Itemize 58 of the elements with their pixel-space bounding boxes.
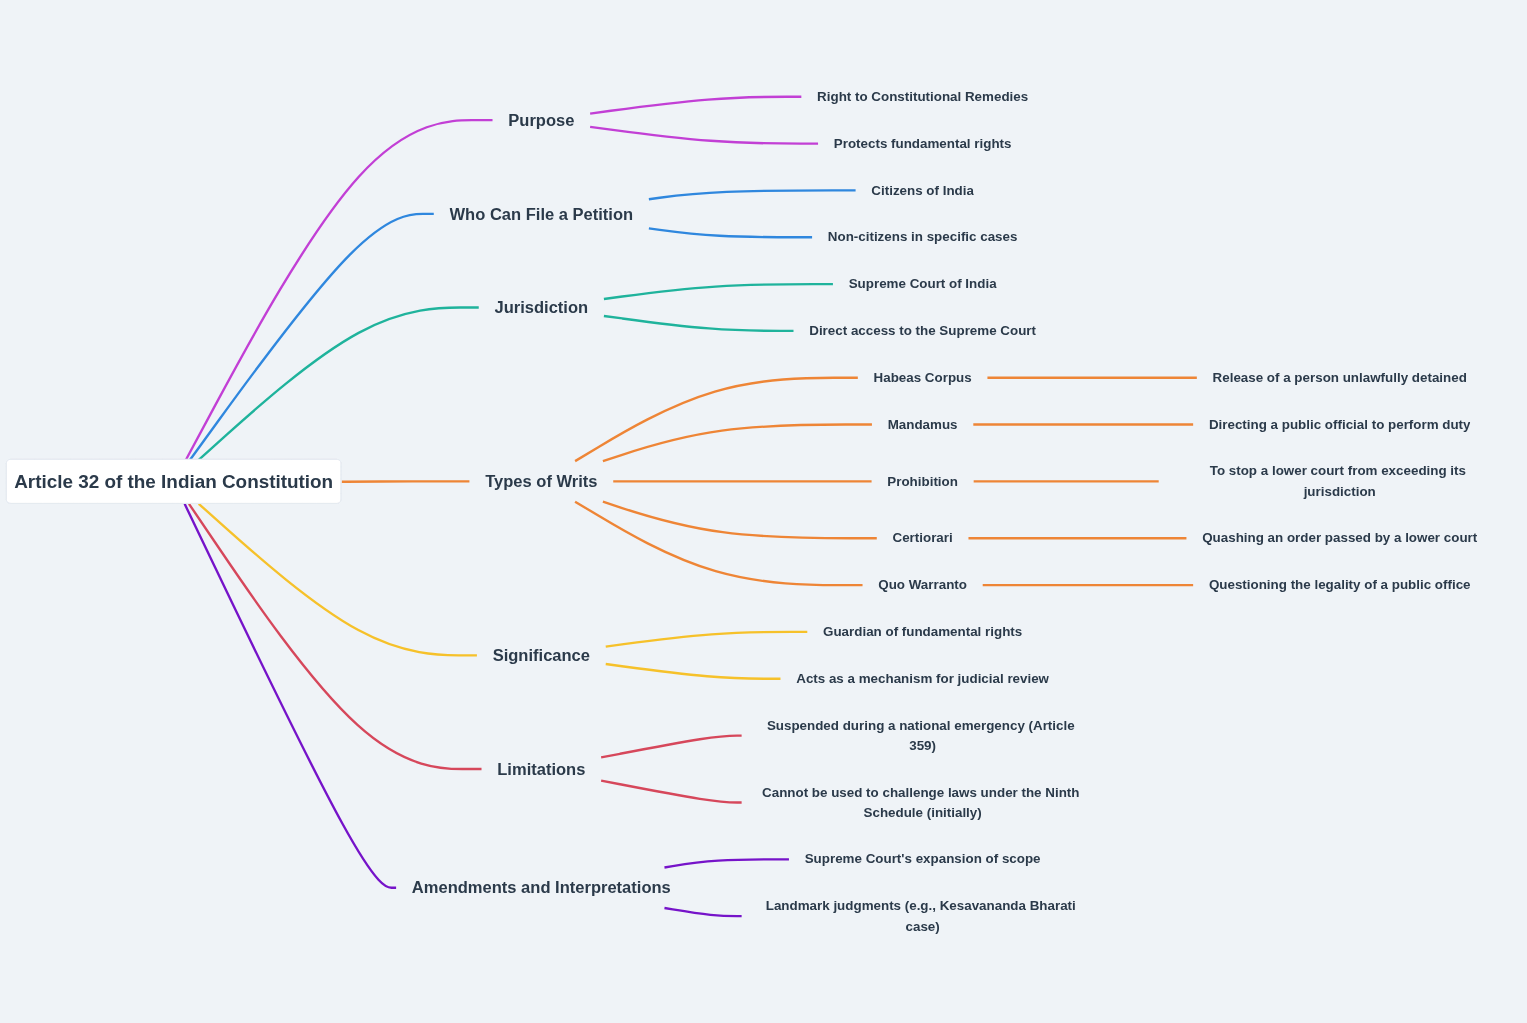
connector [589,95,802,115]
node-text: Citizens of India [871,182,974,198]
node-text: Quashing an order passed by a lower court [1202,530,1478,546]
connector [600,779,742,804]
node-text: Acts as a mechanism for judicial review [796,671,1050,687]
connector [605,662,781,680]
node-text: Amendments and Interpretations [411,878,671,897]
node-text: Types of Writs [485,472,598,491]
node-text: Release of a person unlawfully detained [1212,370,1467,385]
connector [197,306,479,461]
connector [968,537,1187,540]
connector [600,734,742,759]
node-text: Who Can File a Petition [449,204,634,223]
connector [574,376,858,463]
connector [602,423,872,463]
node-text: Guardian of fundamental rights [823,624,1023,640]
node-text: Supreme Court of India [848,276,997,292]
node-text: Landmark judgments (e.g., Kesavananda Bharati case) [765,898,1076,934]
node-text: Quo Warranto [878,577,967,593]
connector [982,583,1194,587]
connector [183,503,397,889]
connector [613,480,872,483]
node-text: Suspended during a national emergency (Article 359) [766,717,1075,753]
connector [973,480,1159,483]
connector [184,119,493,461]
node-text: Directing a public official to perform duty [1208,416,1471,432]
connector [648,227,813,239]
connector [605,630,808,648]
node-text: Mandamus [887,416,958,432]
connector [197,502,477,657]
connector [589,125,819,145]
connector [341,480,470,483]
node-text: Protects fundamental rights [833,135,1012,151]
node-text: Limitations [497,759,586,778]
node-text: Non-citizens in specific cases [827,229,1018,245]
connector [574,500,863,587]
connector [188,503,482,771]
connector [648,189,856,201]
connector [602,500,877,540]
connector [973,423,1194,426]
node-text: Significance [492,646,590,665]
connector [664,906,742,918]
node-text: Certiorari [892,530,953,546]
node-text: Prohibition [887,473,958,489]
node-text: Cannot be used to challenge laws under the Ninth Schedule (initially) [762,784,1080,820]
connector [664,858,789,869]
node-text: Habeas Corpus [873,370,972,385]
connector [603,282,833,301]
node-text: To stop a lower court from exceeding its jurisdiction [1209,463,1466,499]
node-text: Jurisdiction [494,298,589,317]
connector [189,212,434,461]
node-text: Right to Constitutional Remedies [817,89,1029,105]
node-text: Direct access to the Supreme Court [809,323,1037,339]
node-text: Purpose [508,110,575,130]
connector [603,314,794,333]
node-text: Supreme Court's expansion of scope [804,851,1041,867]
connector [987,376,1197,379]
node-text: Questioning the legality of a public office [1208,577,1471,593]
